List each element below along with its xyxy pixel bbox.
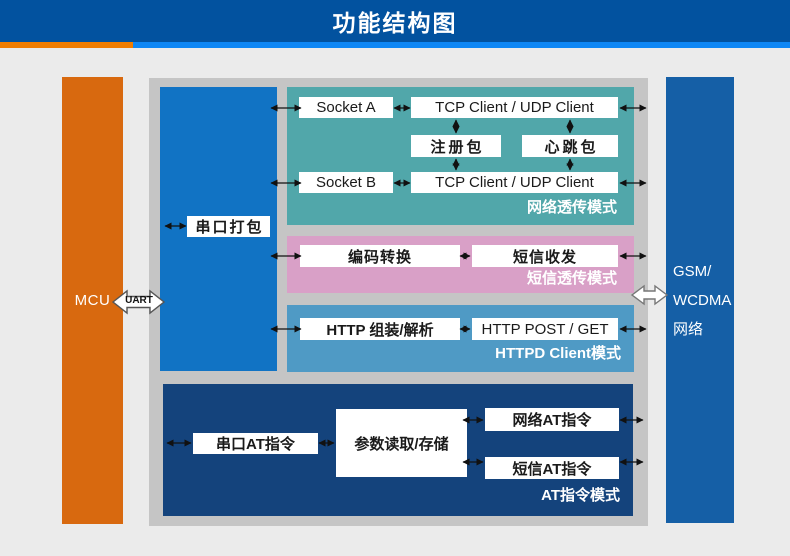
- encode-convert-box: 编码转换: [300, 245, 460, 267]
- httpd-client-mode-label: HTTPD Client模式: [495, 345, 621, 362]
- accent-strip-orange: [0, 42, 133, 48]
- sms-at-command-box: 短信AT指令: [485, 457, 619, 479]
- at-command-mode-label: AT指令模式: [541, 487, 620, 504]
- tcp-udp-client-box-1: TCP Client / UDP Client: [411, 97, 618, 118]
- sms-sendrecv-box: 短信收发: [472, 245, 618, 267]
- gsm-wcdma-network-bar: GSM/ WCDMA 网络: [666, 77, 734, 523]
- net-transparent-mode-label: 网络透传模式: [526, 199, 617, 216]
- page-title: 功能结构图: [332, 10, 458, 36]
- header-bar: 功能结构图: [0, 0, 790, 42]
- heartbeat-packet-box: 心跳包: [522, 135, 618, 157]
- accent-strip-blue: [133, 42, 790, 48]
- network-label-line3: 网络: [673, 320, 704, 338]
- param-read-store-box: 参数读取/存储: [336, 409, 467, 477]
- register-packet-box: 注册包: [411, 135, 501, 157]
- sms-transparent-mode-label: 短信透传模式: [526, 270, 617, 287]
- mcu-bar: MCU: [62, 77, 123, 524]
- uart-label: UART: [125, 295, 153, 306]
- mcu-label: MCU: [74, 292, 111, 309]
- socket-b-box: Socket B: [299, 172, 393, 193]
- http-assemble-parse-box: HTTP 组装/解析: [300, 318, 460, 340]
- tcp-udp-client-box-2: TCP Client / UDP Client: [411, 172, 618, 193]
- network-label-line2: WCDMA: [673, 291, 732, 309]
- socket-a-box: Socket A: [299, 97, 393, 118]
- network-at-command-box: 网络AT指令: [485, 408, 619, 431]
- http-post-get-box: HTTP POST / GET: [472, 318, 618, 340]
- network-label-line1: GSM/: [673, 262, 712, 280]
- serial-pack-box: 串口打包: [187, 216, 270, 237]
- serial-at-command-box: 串口AT指令: [193, 433, 318, 454]
